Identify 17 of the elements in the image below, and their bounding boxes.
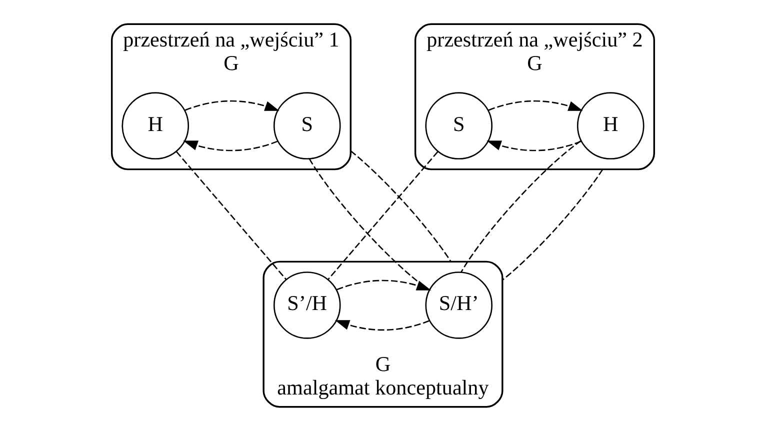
connector bbox=[502, 168, 604, 281]
connector bbox=[460, 140, 582, 272]
node-circle: S/H’ bbox=[425, 272, 493, 339]
node-circle: S’/H bbox=[273, 272, 341, 339]
arrow bbox=[184, 100, 280, 111]
connector bbox=[176, 151, 287, 280]
node-circle: H bbox=[122, 92, 190, 160]
arrow bbox=[486, 140, 582, 152]
arrow bbox=[334, 320, 430, 331]
arrow bbox=[183, 140, 278, 152]
node-circle: S bbox=[273, 92, 341, 160]
arrow bbox=[488, 100, 583, 111]
connector bbox=[350, 150, 452, 262]
node-circle: H bbox=[576, 92, 644, 160]
node-circle: S bbox=[425, 92, 493, 160]
connector bbox=[328, 151, 438, 280]
arrow bbox=[336, 280, 432, 290]
